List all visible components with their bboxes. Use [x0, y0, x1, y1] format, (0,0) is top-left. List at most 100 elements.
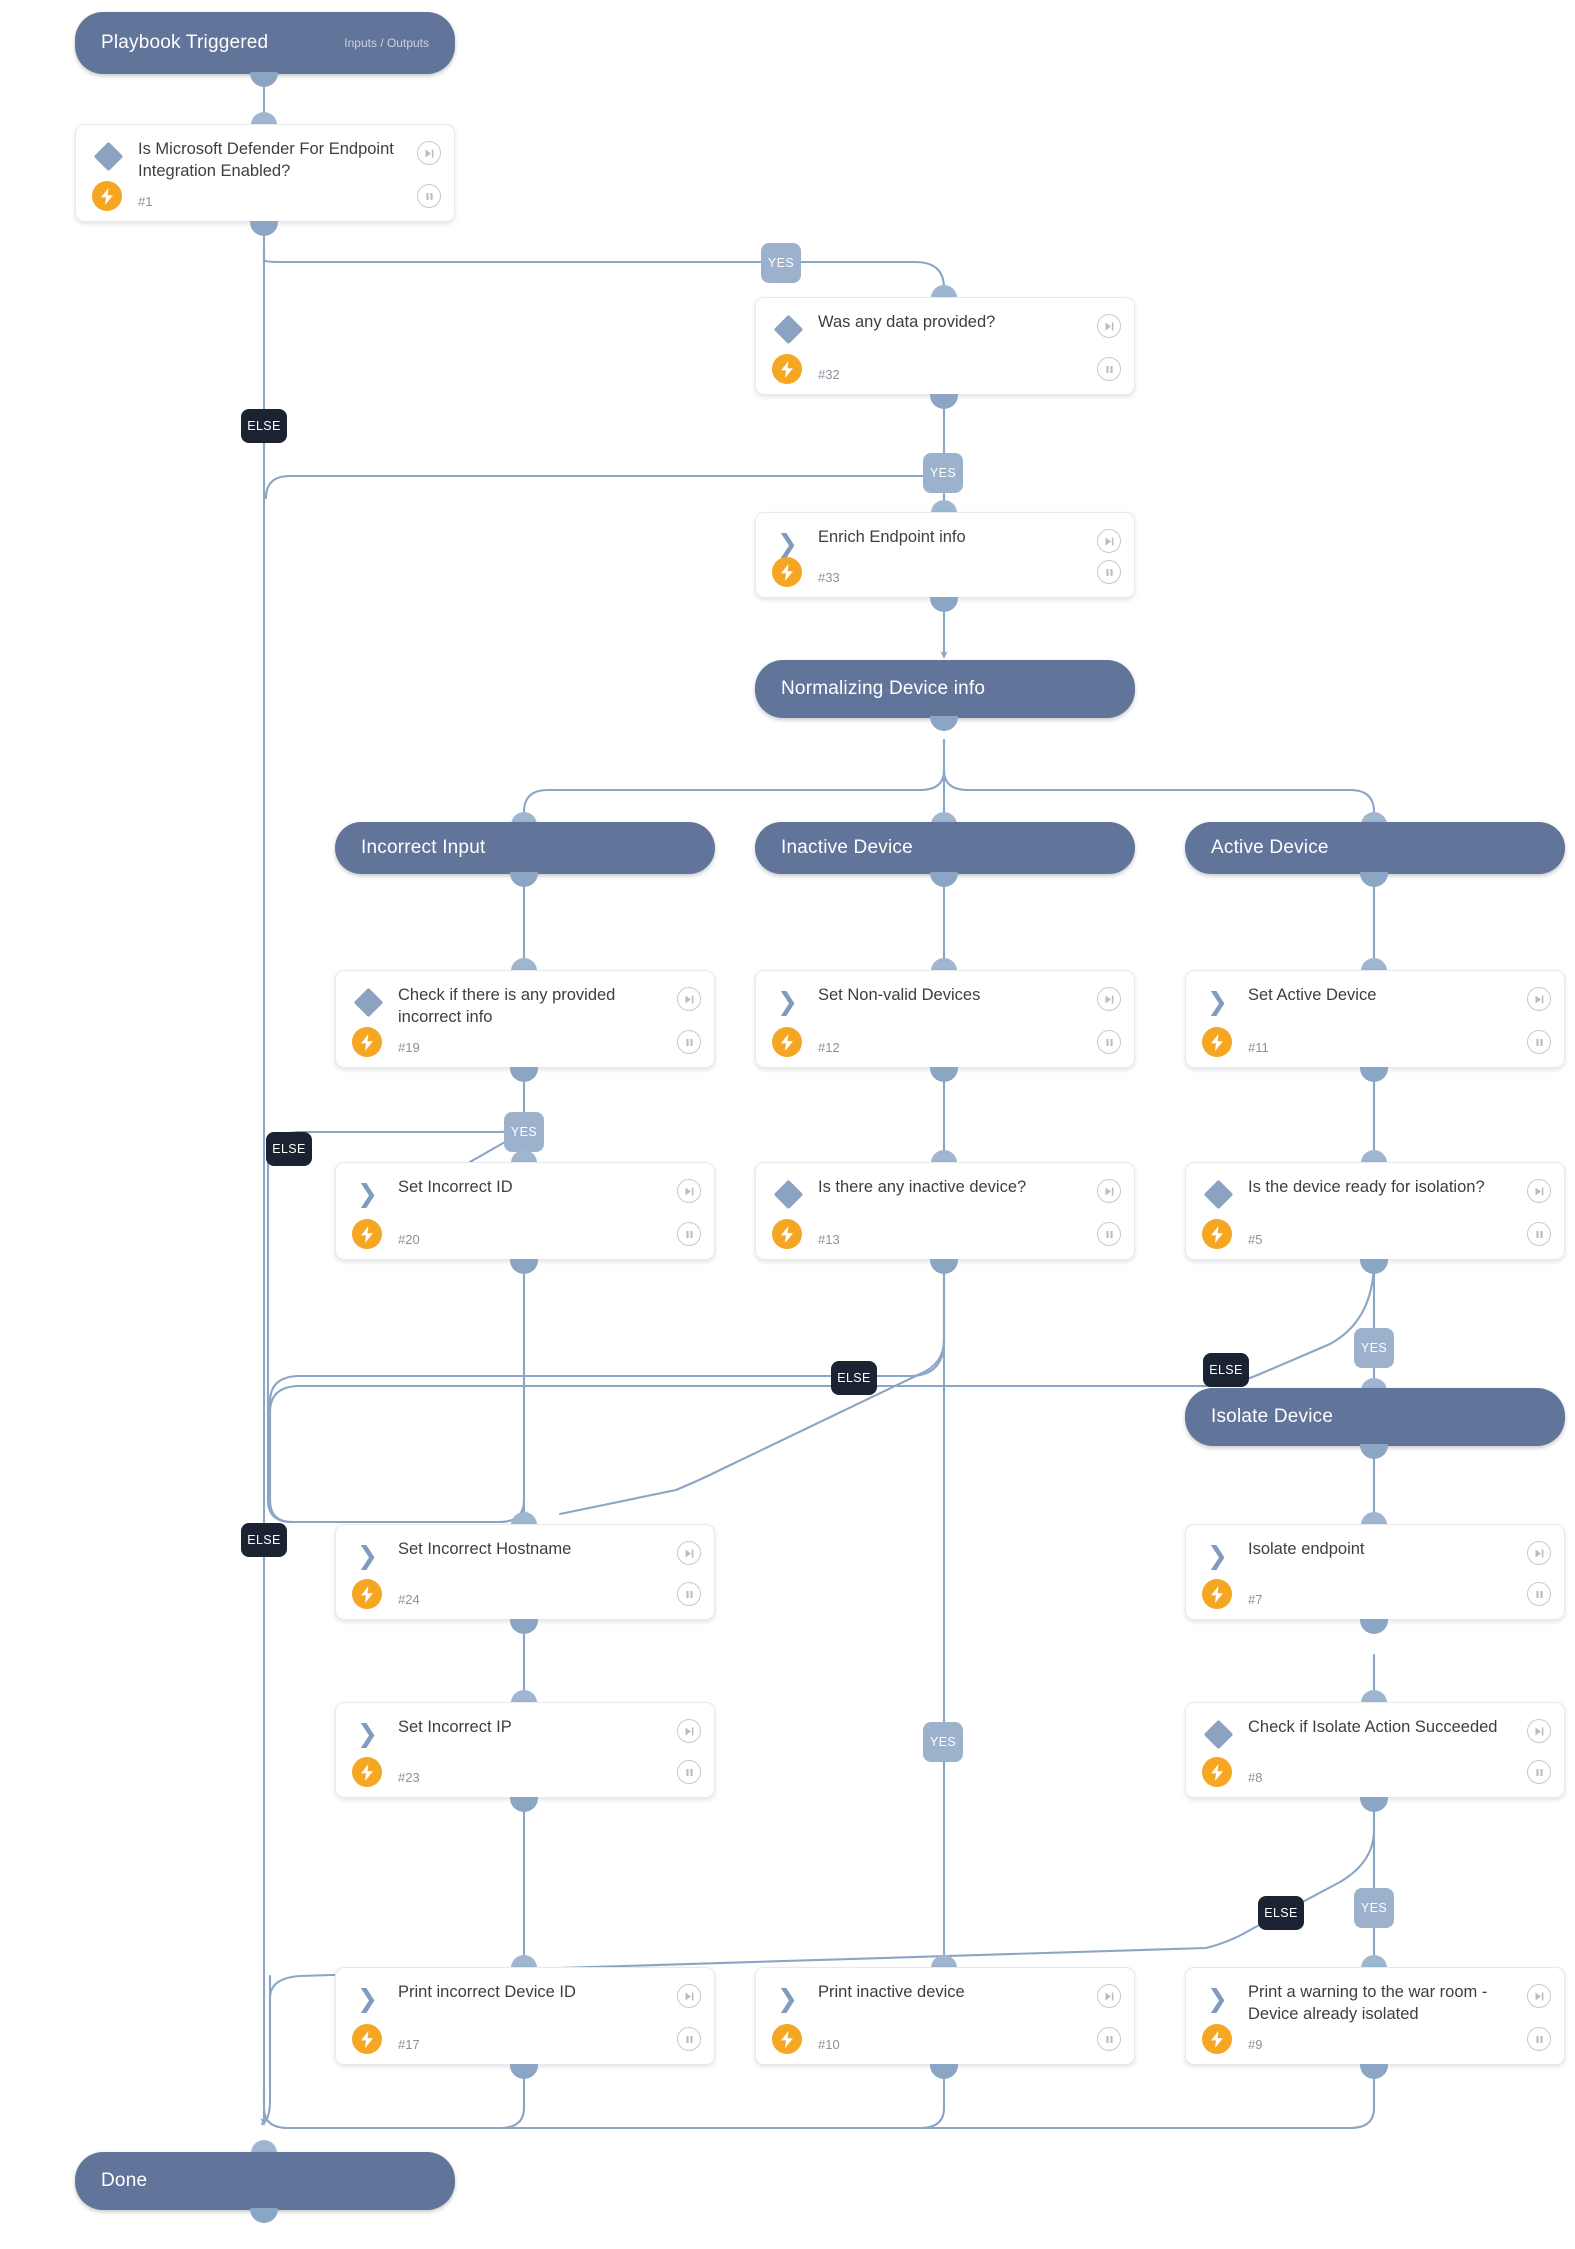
node-id: #1	[138, 194, 153, 209]
edge-label-else: ELSE	[241, 1523, 287, 1557]
section-node-inactive-device[interactable]: Inactive Device	[755, 822, 1135, 874]
dock-out	[510, 2064, 538, 2079]
pause-icon[interactable]	[1527, 1582, 1551, 1606]
node-card-n17[interactable]: ❯ Print incorrect Device ID #17	[335, 1967, 715, 2065]
lightning-bolt-icon	[1202, 1219, 1232, 1249]
node-card-n12[interactable]: ❯ Set Non-valid Devices #12	[755, 970, 1135, 1068]
edge-label-else: ELSE	[241, 409, 287, 443]
dock-out	[1360, 1619, 1388, 1634]
node-id: #17	[398, 2037, 420, 2052]
skip-forward-icon[interactable]	[1097, 529, 1121, 553]
lightning-bolt-icon	[352, 1219, 382, 1249]
pause-icon[interactable]	[1097, 2027, 1121, 2051]
diamond-icon	[1203, 1719, 1234, 1750]
pause-icon[interactable]	[677, 1582, 701, 1606]
dock-out	[930, 2064, 958, 2079]
dock-out	[930, 597, 958, 612]
dock-out	[930, 1259, 958, 1274]
start-node[interactable]: Playbook Triggered Inputs / Outputs	[75, 12, 455, 74]
skip-forward-icon[interactable]	[677, 987, 701, 1011]
node-id: #7	[1248, 1592, 1263, 1607]
node-card-n33[interactable]: ❯ Enrich Endpoint info #33	[755, 512, 1135, 598]
skip-forward-icon[interactable]	[1097, 987, 1121, 1011]
edge-label-yes: YES	[923, 1722, 963, 1762]
node-id: #33	[818, 570, 840, 585]
edge-label-else: ELSE	[831, 1361, 877, 1395]
skip-forward-icon[interactable]	[677, 1541, 701, 1565]
pause-icon[interactable]	[1527, 1760, 1551, 1784]
pause-icon[interactable]	[677, 1222, 701, 1246]
section-label: Active Device	[1211, 837, 1329, 858]
dock-out	[510, 1797, 538, 1812]
node-id: #19	[398, 1040, 420, 1055]
pause-icon[interactable]	[677, 1760, 701, 1784]
skip-forward-icon[interactable]	[1097, 1179, 1121, 1203]
edge-label-yes: YES	[504, 1112, 544, 1152]
skip-forward-icon[interactable]	[677, 1179, 701, 1203]
pause-icon[interactable]	[1527, 1030, 1551, 1054]
dock-out	[1360, 2064, 1388, 2079]
skip-forward-icon[interactable]	[1527, 1541, 1551, 1565]
node-title: Print a warning to the war room - Device…	[1248, 1983, 1488, 2023]
node-card-n32[interactable]: Was any data provided? #32	[755, 297, 1135, 395]
skip-forward-icon[interactable]	[417, 141, 441, 165]
pause-icon[interactable]	[677, 2027, 701, 2051]
node-card-n7[interactable]: ❯ Isolate endpoint #7	[1185, 1524, 1565, 1620]
node-card-n11[interactable]: ❯ Set Active Device #11	[1185, 970, 1565, 1068]
pause-icon[interactable]	[1097, 1222, 1121, 1246]
skip-forward-icon[interactable]	[677, 1984, 701, 2008]
node-card-n13[interactable]: Is there any inactive device? #13	[755, 1162, 1135, 1260]
diamond-icon	[353, 987, 384, 1018]
node-card-n8[interactable]: Check if Isolate Action Succeeded #8	[1185, 1702, 1565, 1798]
skip-forward-icon[interactable]	[1097, 1984, 1121, 2008]
dock-out	[930, 716, 958, 731]
node-id: #5	[1248, 1232, 1263, 1247]
skip-forward-icon[interactable]	[677, 1719, 701, 1743]
section-node-incorrect-input[interactable]: Incorrect Input	[335, 822, 715, 874]
end-node[interactable]: Done	[75, 2152, 455, 2210]
dock-out	[1360, 872, 1388, 887]
chevron-right-icon: ❯	[357, 1179, 378, 1208]
lightning-bolt-icon	[772, 2024, 802, 2054]
node-card-n20[interactable]: ❯ Set Incorrect ID #20	[335, 1162, 715, 1260]
skip-forward-icon[interactable]	[1527, 987, 1551, 1011]
node-card-n19[interactable]: Check if there is any provided incorrect…	[335, 970, 715, 1068]
node-card-n1[interactable]: Is Microsoft Defender For Endpoint Integ…	[75, 124, 455, 222]
dock-out	[250, 221, 278, 236]
node-title: Is there any inactive device?	[818, 1178, 1027, 1196]
skip-forward-icon[interactable]	[1527, 1719, 1551, 1743]
pause-icon[interactable]	[1097, 560, 1121, 584]
pause-icon[interactable]	[1097, 357, 1121, 381]
pause-icon[interactable]	[417, 184, 441, 208]
node-card-n10[interactable]: ❯ Print inactive device #10	[755, 1967, 1135, 2065]
dock-out	[510, 872, 538, 887]
edge-label-yes: YES	[761, 243, 801, 283]
section-node-isolate-device[interactable]: Isolate Device	[1185, 1388, 1565, 1446]
node-card-n23[interactable]: ❯ Set Incorrect IP #23	[335, 1702, 715, 1798]
lightning-bolt-icon	[772, 557, 802, 587]
section-node-normalizing[interactable]: Normalizing Device info	[755, 660, 1135, 718]
skip-forward-icon[interactable]	[1527, 1179, 1551, 1203]
node-card-n24[interactable]: ❯ Set Incorrect Hostname #24	[335, 1524, 715, 1620]
pause-icon[interactable]	[1097, 1030, 1121, 1054]
section-node-active-device[interactable]: Active Device	[1185, 822, 1565, 874]
chevron-right-icon: ❯	[1207, 987, 1228, 1016]
section-label: Normalizing Device info	[781, 678, 986, 699]
pause-icon[interactable]	[1527, 2027, 1551, 2051]
dock-out	[510, 1619, 538, 1634]
node-card-n9[interactable]: ❯ Print a warning to the war room - Devi…	[1185, 1967, 1565, 2065]
node-id: #10	[818, 2037, 840, 2052]
node-title: Isolate endpoint	[1248, 1540, 1365, 1558]
node-card-n5[interactable]: Is the device ready for isolation? #5	[1185, 1162, 1565, 1260]
lightning-bolt-icon	[92, 181, 122, 211]
node-title: Set Incorrect ID	[398, 1178, 513, 1196]
dock-out	[930, 1067, 958, 1082]
pause-icon[interactable]	[677, 1030, 701, 1054]
pause-icon[interactable]	[1527, 1222, 1551, 1246]
skip-forward-icon[interactable]	[1097, 314, 1121, 338]
skip-forward-icon[interactable]	[1527, 1984, 1551, 2008]
diamond-icon	[773, 1179, 804, 1210]
chevron-right-icon: ❯	[357, 1541, 378, 1570]
edge-label-else: ELSE	[1258, 1896, 1304, 1930]
